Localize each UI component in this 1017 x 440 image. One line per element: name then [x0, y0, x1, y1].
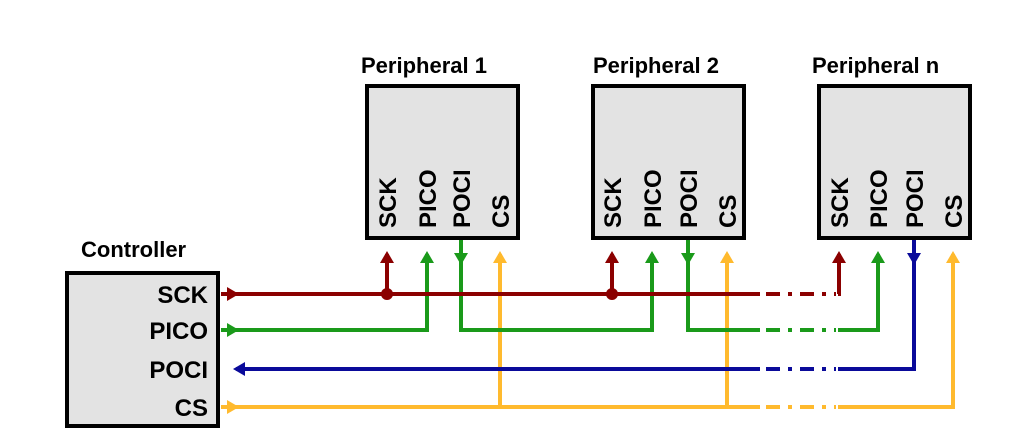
- wires: [221, 240, 960, 414]
- poci-p2-to-pico-pn: [686, 240, 760, 332]
- peripheral-n-pin-poci: POCI: [902, 169, 929, 228]
- peripheral-2-box: [591, 84, 746, 240]
- peripheral-1-pin-cs: CS: [488, 195, 515, 228]
- peripheral-2-block: Peripheral 2 SCK PICO POCI CS: [591, 53, 746, 240]
- sck-junction-dot-peripheral-1: [381, 288, 393, 300]
- controller-block: Controller SCK PICO POCI CS: [65, 237, 220, 428]
- poci-p1-to-pico-p2: [459, 240, 659, 332]
- peripheral-n-block: Peripheral n SCK PICO POCI CS: [812, 53, 972, 240]
- cs-wire-peripheral-n: [838, 251, 960, 409]
- pico-wire-to-peripheral-n: [838, 251, 885, 332]
- sck-wire-peripheral-n: [832, 251, 846, 296]
- controller-pin-sck: SCK: [157, 282, 208, 309]
- peripheral-1-pin-pico: PICO: [415, 169, 442, 228]
- pico-wire-to-peripheral-1: [221, 251, 434, 332]
- controller-pin-pico: PICO: [149, 318, 208, 345]
- sck-junction-dot-peripheral-2: [606, 288, 618, 300]
- peripheral-1-pin-sck: SCK: [375, 177, 402, 228]
- peripheral-2-pin-pico: PICO: [640, 169, 667, 228]
- peripheral-2-title: Peripheral 2: [593, 53, 719, 78]
- peripheral-2-pin-sck: SCK: [600, 177, 627, 228]
- controller-title: Controller: [81, 237, 187, 262]
- controller-pin-poci: POCI: [149, 357, 208, 384]
- peripheral-n-pin-sck: SCK: [827, 177, 854, 228]
- peripheral-1-block: Peripheral 1 SCK PICO POCI CS: [361, 53, 520, 240]
- poci-wire-peripheral-n: [838, 240, 916, 371]
- peripheral-1-pin-poci: POCI: [449, 169, 476, 228]
- peripheral-2-pin-poci: POCI: [676, 169, 703, 228]
- peripheral-n-title: Peripheral n: [812, 53, 939, 78]
- controller-pin-cs: CS: [175, 395, 208, 422]
- controller-box: [65, 271, 220, 428]
- peripheral-1-title: Peripheral 1: [361, 53, 487, 78]
- peripheral-n-pin-cs: CS: [941, 195, 968, 228]
- peripheral-2-pin-cs: CS: [715, 195, 742, 228]
- peripheral-n-box: [817, 84, 972, 240]
- peripheral-1-box: [365, 84, 520, 240]
- peripheral-n-pin-pico: PICO: [866, 169, 893, 228]
